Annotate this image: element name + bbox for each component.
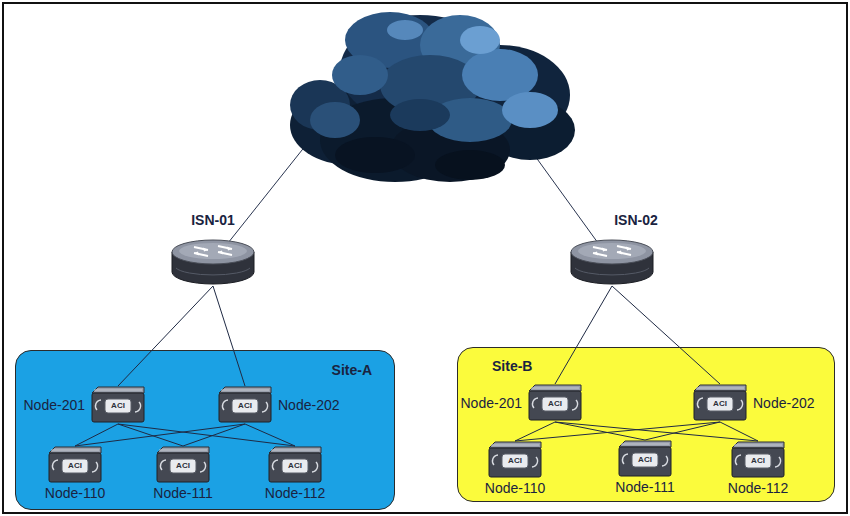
link-line: [555, 422, 645, 440]
switch-icon: ACI: [91, 386, 145, 424]
router-symbol: [170, 238, 256, 286]
device-label: ISN-02: [614, 212, 658, 228]
link-line: [515, 422, 720, 441]
router-symbol: [569, 238, 655, 286]
device-label: Node-201: [461, 395, 523, 411]
logo-text: ACI: [632, 453, 658, 467]
device-label: Node-112: [728, 480, 788, 496]
device-label: Node-111: [615, 479, 674, 495]
logo-text: ACI: [62, 459, 88, 473]
device-label: Node-201: [24, 397, 86, 413]
switch-icon: ACI: [218, 386, 272, 424]
logo-text: ACI: [707, 397, 733, 411]
link-line: [555, 422, 758, 441]
logo-text: ACI: [542, 397, 568, 411]
link-line: [75, 424, 118, 446]
switch-node: ACI Node-202: [693, 384, 815, 422]
switch-node: ACI Node-112: [728, 441, 788, 496]
router-node: ISN-01: [170, 212, 256, 286]
link-line: [183, 424, 245, 446]
switch-node: ACI Node-110: [485, 441, 545, 496]
site-label: Site-A: [332, 362, 372, 378]
site-panel: Site-BNode-201ACIACINode-202ACINode-110A…: [457, 347, 835, 502]
logo-text: ACI: [105, 399, 131, 413]
switch-node: ACI Node-111: [615, 440, 674, 495]
link-line: [118, 424, 183, 446]
switch-node: ACI Node-111: [153, 446, 212, 501]
device-label: ISN-01: [191, 212, 235, 228]
switch-node: ACI Node-112: [265, 446, 325, 501]
logo-text: ACI: [232, 399, 258, 413]
site-label: Site-B: [492, 358, 532, 374]
link-line: [118, 424, 295, 446]
router-icon: [569, 238, 655, 286]
switch-icon: ACI: [693, 384, 747, 422]
router-node: ISN-02: [569, 212, 655, 286]
switch-icon: ACI: [488, 441, 542, 479]
switch-icon: ACI: [156, 446, 210, 484]
link-line: [720, 422, 758, 441]
logo-text: ACI: [502, 454, 528, 468]
link-line: [213, 286, 245, 386]
link-line: [75, 424, 245, 446]
switch-icon: ACI: [268, 446, 322, 484]
logo-text: ACI: [282, 459, 308, 473]
switch-node: Node-201 ACI: [24, 386, 146, 424]
switch-node: ACI Node-202: [218, 386, 340, 424]
device-label: Node-110: [45, 485, 105, 501]
device-label: Node-202: [278, 397, 340, 413]
device-label: Node-111: [153, 485, 212, 501]
link-line: [645, 422, 720, 440]
device-label: Node-202: [753, 395, 815, 411]
switch-icon: ACI: [618, 440, 672, 478]
link-line: [555, 286, 612, 384]
site-panel: Site-ANode-201ACIACINode-202ACINode-110A…: [15, 350, 395, 510]
switch-node: Node-201 ACI: [461, 384, 583, 422]
link-line: [245, 424, 295, 446]
logo-text: ACI: [170, 459, 196, 473]
switch-icon: ACI: [48, 446, 102, 484]
logo-text: ACI: [745, 454, 771, 468]
router-icon: [170, 238, 256, 286]
device-label: Node-112: [265, 485, 325, 501]
switch-icon: ACI: [528, 384, 582, 422]
switch-node: ACI Node-110: [45, 446, 105, 501]
switch-icon: ACI: [731, 441, 785, 479]
link-line: [118, 286, 213, 386]
device-label: Node-110: [485, 480, 545, 496]
link-line: [612, 286, 720, 384]
